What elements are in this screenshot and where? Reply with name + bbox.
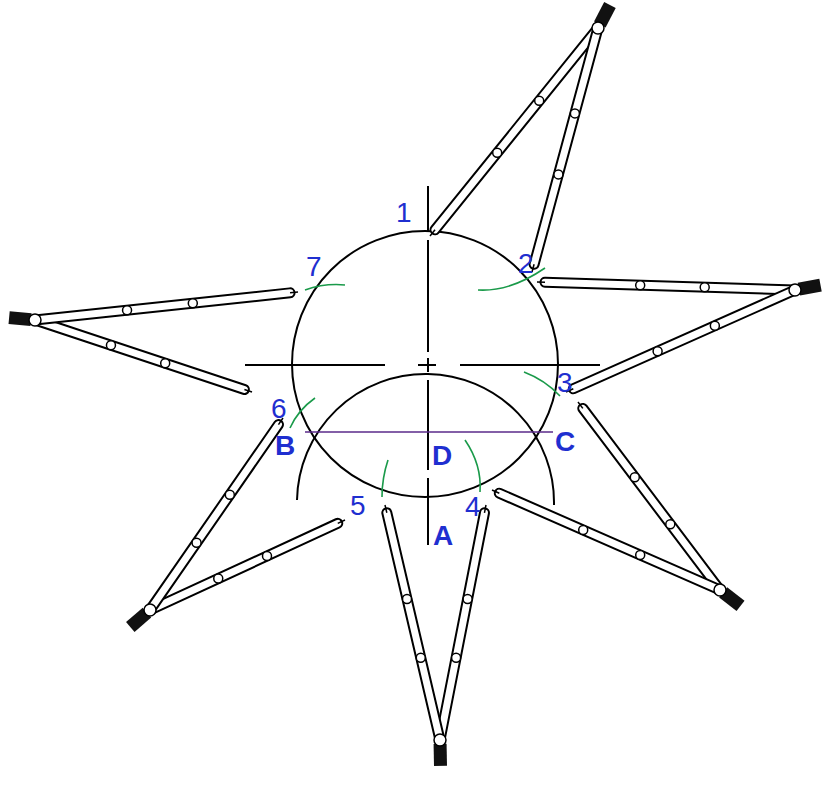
compass-screw xyxy=(535,96,544,105)
chord-bc xyxy=(305,431,553,433)
compass-screw xyxy=(710,321,719,330)
compass-screw xyxy=(106,341,115,350)
point-letter: D xyxy=(432,442,452,470)
compass-screw xyxy=(188,299,197,308)
compass xyxy=(537,281,821,392)
compasses xyxy=(9,5,820,766)
compass-leg-fill xyxy=(573,290,795,389)
compass-handle xyxy=(600,5,610,25)
compass-screw xyxy=(570,109,579,118)
compass-hinge xyxy=(29,314,41,326)
compass-point xyxy=(578,402,583,408)
compass-screw xyxy=(666,520,675,529)
compass-leg-fill xyxy=(545,282,795,290)
compass-leg xyxy=(35,320,244,389)
compass-leg xyxy=(499,493,720,590)
compass-screw xyxy=(630,473,639,482)
point-letter: A xyxy=(433,522,453,550)
compass-leg-fill xyxy=(387,513,440,740)
compass-screw xyxy=(579,526,588,535)
compass-screw xyxy=(493,148,502,157)
compass-hinge xyxy=(144,604,156,616)
compass-screw xyxy=(225,490,234,499)
compass-point xyxy=(537,281,545,283)
compass-handle xyxy=(130,613,147,627)
compass-leg xyxy=(35,293,290,320)
compass-point xyxy=(385,505,387,513)
point-letter: C xyxy=(555,428,575,456)
compass-point xyxy=(290,291,298,293)
compass-hinge xyxy=(789,284,801,296)
arc-mark xyxy=(382,460,388,497)
compass xyxy=(492,402,741,606)
compass-leg-fill xyxy=(499,493,720,590)
compass-leg xyxy=(150,425,278,610)
compass xyxy=(130,418,345,627)
compass-leg-fill xyxy=(534,28,598,264)
compass xyxy=(9,292,298,392)
compass-leg-fill xyxy=(150,425,278,610)
compass-screw xyxy=(192,538,201,547)
compass-screw xyxy=(463,595,472,604)
compass xyxy=(385,505,486,766)
step-number: 6 xyxy=(271,395,287,423)
compass-point xyxy=(492,490,499,493)
compass-handle xyxy=(799,285,821,289)
compass-point xyxy=(484,505,486,513)
arc-mark xyxy=(305,285,345,290)
compass-screw xyxy=(123,306,132,315)
step-number: 4 xyxy=(465,493,481,521)
step-number: 5 xyxy=(350,492,366,520)
compass-handle xyxy=(9,318,31,320)
compass-hinge xyxy=(434,734,446,746)
arc-marks xyxy=(290,268,560,497)
arc-mark xyxy=(478,268,545,290)
compass-leg xyxy=(534,28,598,264)
point-letter: B xyxy=(275,432,295,460)
compass xyxy=(430,5,610,272)
compass-screw xyxy=(416,653,425,662)
compass-leg xyxy=(387,513,440,740)
compass-point xyxy=(244,389,252,392)
compass-screw xyxy=(161,359,170,368)
compass-screw xyxy=(636,281,645,290)
compass-leg xyxy=(573,290,795,389)
construction-arc xyxy=(297,374,554,505)
compass-screw xyxy=(214,574,223,583)
arc-mark xyxy=(465,440,480,492)
compass-screw xyxy=(554,170,563,179)
compass-handle xyxy=(434,744,447,766)
arc-mark xyxy=(290,398,315,428)
compass-screw xyxy=(452,653,461,662)
step-number: 2 xyxy=(518,250,534,278)
compass-leg-fill xyxy=(35,320,244,389)
compass-handle xyxy=(723,592,740,606)
compass-leg xyxy=(545,282,795,290)
horizontal-centre-line xyxy=(245,364,600,366)
compass-point xyxy=(338,520,345,523)
compass-screw xyxy=(263,552,272,561)
compass-screw xyxy=(653,347,662,356)
compass-point xyxy=(430,230,435,236)
compass-screw xyxy=(700,283,709,292)
step-number: 3 xyxy=(557,369,573,397)
arc-mark xyxy=(524,372,560,396)
compass-screw xyxy=(636,551,645,560)
compass-hinge xyxy=(714,584,726,596)
step-number: 7 xyxy=(306,253,322,281)
step-number: 1 xyxy=(396,199,412,227)
compass-screw xyxy=(403,595,412,604)
compass-leg-fill xyxy=(35,293,290,320)
compass-hinge xyxy=(592,22,604,34)
